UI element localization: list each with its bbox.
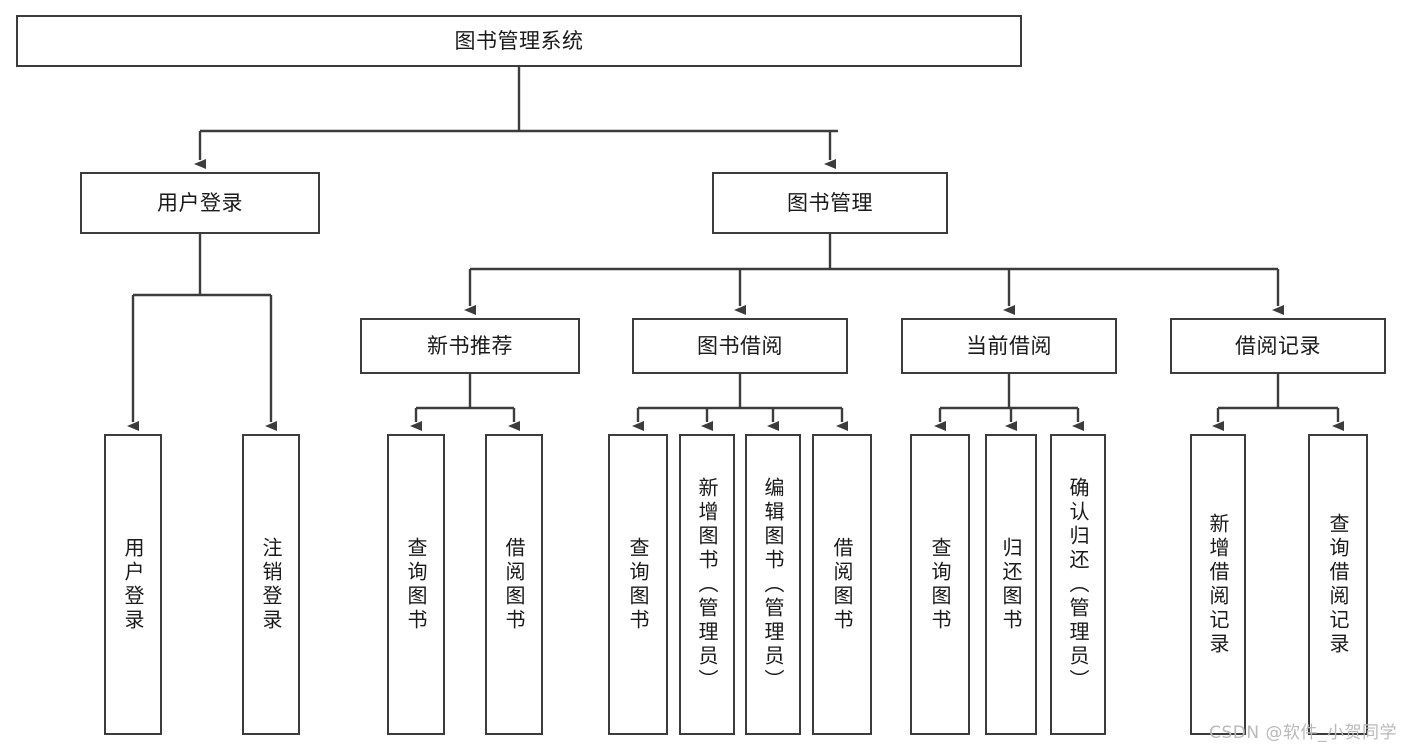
node-book-management[interactable]: 图书管理 (712, 172, 948, 234)
node-new-book-recommend-label: 新书推荐 (427, 333, 513, 358)
leaf-borrow-book[interactable]: 借阅图书 (812, 434, 872, 735)
leaf-query-borrow-record-label: 查询借阅记录 (1326, 512, 1350, 657)
leaf-query-book-borrow-label: 查询图书 (626, 536, 650, 633)
leaf-add-borrow-record[interactable]: 新增借阅记录 (1190, 434, 1246, 735)
leaf-add-borrow-record-label: 新增借阅记录 (1206, 512, 1230, 657)
leaf-user-login[interactable]: 用户登录 (104, 434, 162, 735)
leaf-confirm-return-admin-label: 确认归还（管理员） (1066, 476, 1090, 693)
node-user-login[interactable]: 用户登录 (80, 172, 320, 234)
leaf-return-book[interactable]: 归还图书 (985, 434, 1037, 735)
node-new-book-recommend[interactable]: 新书推荐 (360, 318, 580, 374)
node-current-borrow-label: 当前借阅 (966, 333, 1052, 358)
node-user-login-label: 用户登录 (157, 190, 243, 215)
leaf-edit-book-admin-label: 编辑图书（管理员） (761, 476, 785, 693)
leaf-edit-book-admin[interactable]: 编辑图书（管理员） (745, 434, 801, 735)
leaf-add-book-admin[interactable]: 新增图书（管理员） (679, 434, 735, 735)
leaf-borrow-book-recommend-label: 借阅图书 (502, 536, 526, 633)
leaf-borrow-book-recommend[interactable]: 借阅图书 (485, 434, 543, 735)
leaf-borrow-book-label: 借阅图书 (830, 536, 854, 633)
node-current-borrow[interactable]: 当前借阅 (901, 318, 1117, 374)
node-root[interactable]: 图书管理系统 (16, 15, 1022, 67)
leaf-query-book-borrow[interactable]: 查询图书 (608, 434, 668, 735)
leaf-logout[interactable]: 注销登录 (242, 434, 300, 735)
node-borrow-record-label: 借阅记录 (1235, 333, 1321, 358)
leaf-query-borrow-record[interactable]: 查询借阅记录 (1308, 434, 1368, 735)
node-book-borrow[interactable]: 图书借阅 (632, 318, 848, 374)
leaf-query-book-recommend-label: 查询图书 (404, 536, 428, 633)
leaf-user-login-label: 用户登录 (121, 536, 145, 633)
leaf-query-book-current[interactable]: 查询图书 (910, 434, 970, 735)
leaf-query-book-recommend[interactable]: 查询图书 (387, 434, 445, 735)
watermark: CSDN @软件_小贺同学 (1209, 723, 1397, 743)
node-borrow-record[interactable]: 借阅记录 (1170, 318, 1386, 374)
node-root-label: 图书管理系统 (454, 28, 584, 53)
node-book-management-label: 图书管理 (787, 190, 873, 215)
leaf-add-book-admin-label: 新增图书（管理员） (695, 476, 719, 693)
leaf-return-book-label: 归还图书 (999, 536, 1023, 633)
node-book-borrow-label: 图书借阅 (697, 333, 783, 358)
leaf-query-book-current-label: 查询图书 (928, 536, 952, 633)
leaf-logout-label: 注销登录 (259, 536, 283, 633)
leaf-confirm-return-admin[interactable]: 确认归还（管理员） (1050, 434, 1106, 735)
